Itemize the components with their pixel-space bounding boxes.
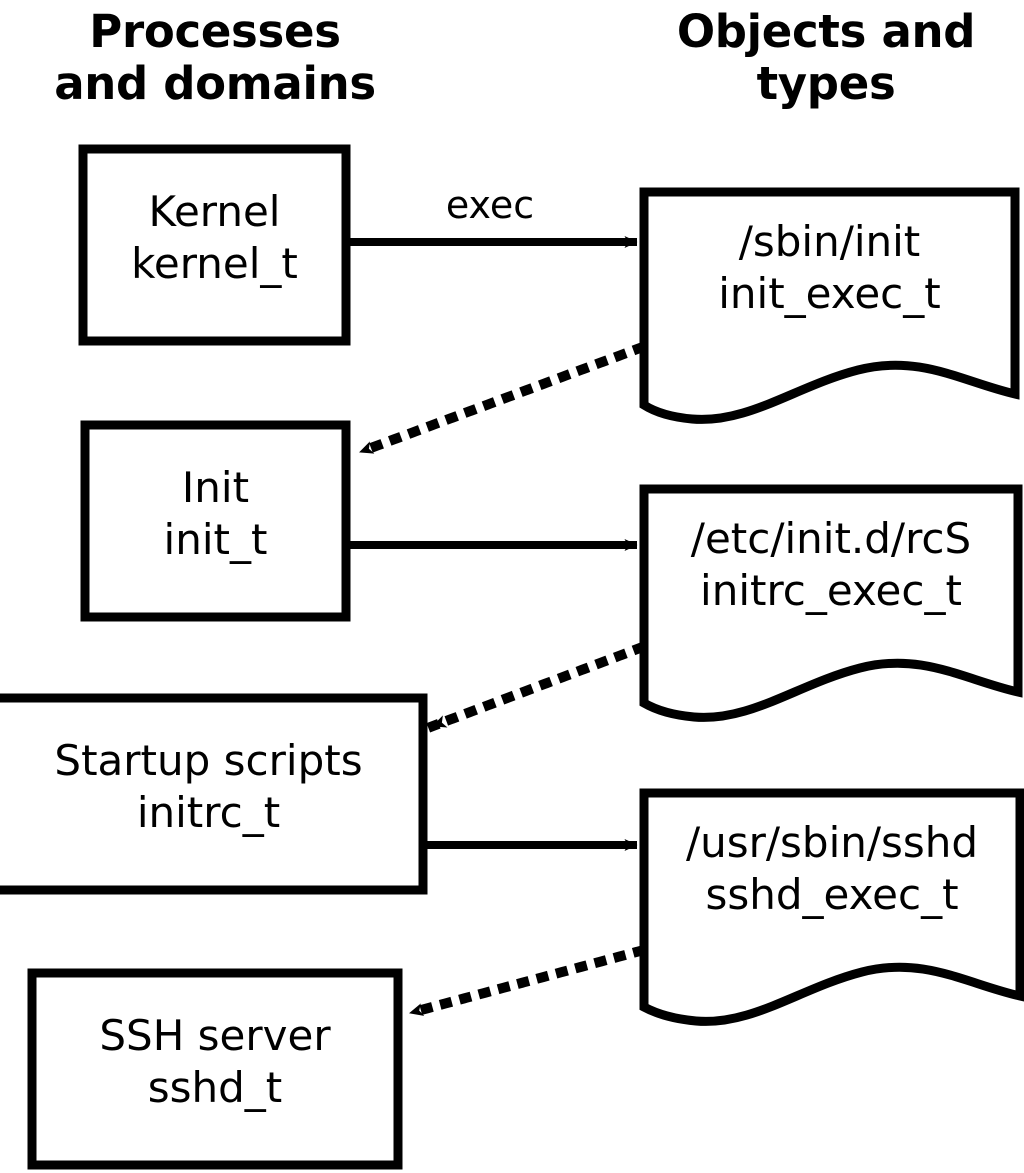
column-title-processes: Processes and domains	[54, 5, 376, 110]
column-title-objects: Objects and types	[676, 5, 976, 110]
edge-initrc-exec-to-initrc	[426, 641, 647, 733]
process-box-sshd	[27, 968, 403, 1170]
object-label-initrc-exec: /etc/init.d/rcS initrc_exec_t	[690, 514, 972, 615]
process-label-kernel: Kernel kernel_t	[131, 187, 298, 288]
object-doc-init-exec	[639, 187, 1020, 424]
object-label-sshd-exec: /usr/sbin/sshd sshd_exec_t	[685, 818, 979, 919]
object-doc-initrc-exec	[639, 484, 1023, 722]
process-label-sshd: SSH server sshd_t	[99, 1011, 331, 1112]
process-label-initrc: Startup scripts initrc_t	[54, 736, 363, 837]
edge-label-exec: exec	[445, 183, 535, 227]
edge-init-exec-to-init	[353, 341, 647, 459]
process-box-kernel	[78, 144, 351, 346]
process-box-initrc	[0, 693, 428, 895]
edge-sshd-exec-to-sshd	[403, 944, 647, 1020]
object-label-init-exec: /sbin/init init_exec_t	[718, 217, 941, 318]
process-box-init	[80, 420, 351, 622]
object-doc-sshd-exec	[639, 788, 1024, 1026]
process-label-init: Init init_t	[163, 463, 268, 564]
